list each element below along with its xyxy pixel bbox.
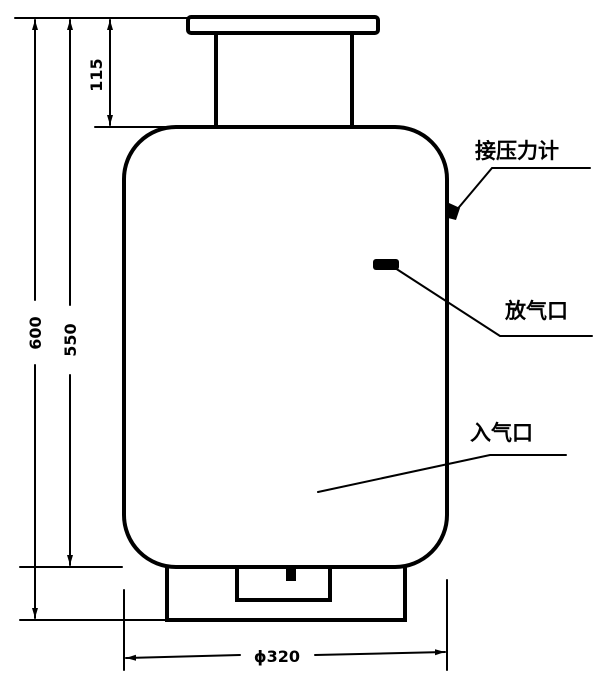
dimension-115: 115 xyxy=(87,19,113,126)
dimension-label-diameter: ϕ320 xyxy=(254,647,300,666)
dimension-label-600: 600 xyxy=(26,316,45,349)
base-inner xyxy=(235,565,332,602)
dimension-label-550: 550 xyxy=(61,323,80,356)
callout-pressure-gauge: 接压力计 xyxy=(448,139,591,220)
label-pressure-gauge: 接压力计 xyxy=(475,139,559,163)
tank xyxy=(122,15,449,622)
top-flange xyxy=(186,15,380,35)
dimension-550: 550 xyxy=(61,19,80,566)
tank-body xyxy=(122,125,449,569)
callout-inlet-port: 入气口 xyxy=(317,421,567,493)
dimension-label-115: 115 xyxy=(87,58,106,91)
gauge-connector-icon xyxy=(448,203,460,220)
dimension-600: 600 xyxy=(26,19,45,619)
label-inlet-port: 入气口 xyxy=(470,421,533,445)
callout-vent-port: 放气口 xyxy=(373,259,593,337)
base-stand xyxy=(165,565,407,622)
label-vent-port: 放气口 xyxy=(504,299,568,323)
vent-port-icon xyxy=(373,259,399,270)
dimension-diameter: ϕ320 xyxy=(125,647,446,666)
extension-lines xyxy=(14,17,448,671)
drain-plug xyxy=(286,567,296,581)
